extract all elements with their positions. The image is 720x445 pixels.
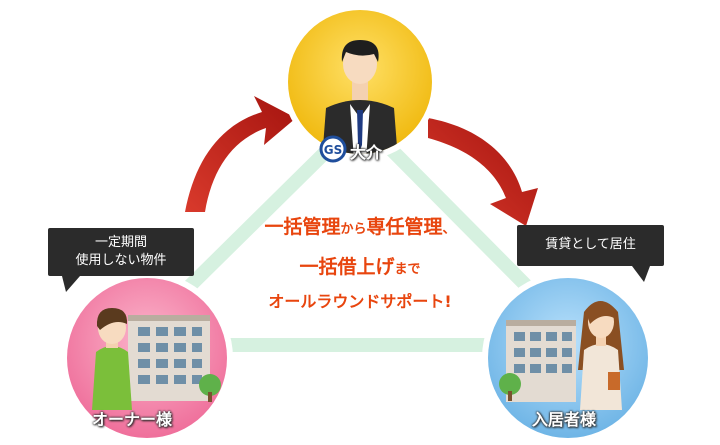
bulk-management-text: 一括管理 xyxy=(264,216,341,238)
all-round-support-text: オールラウンドサポート! xyxy=(268,292,452,311)
center-message-line-3: オールラウンドサポート! xyxy=(225,288,495,312)
tenant-person-icon xyxy=(578,301,624,410)
tenant-callout-line-1: 賃貸として居住 xyxy=(545,237,636,252)
center-message-line-1: 一括管理から専任管理、 xyxy=(264,216,456,238)
center-message-line-2: 一括借上げまで xyxy=(299,256,421,278)
tree-icon xyxy=(499,373,521,401)
arrow-company-to-tenant xyxy=(428,118,538,226)
owner-name: オーナー様 xyxy=(92,410,173,429)
owner-node xyxy=(61,272,233,444)
bulk-lease-text: 一括借上げ xyxy=(299,256,395,278)
owner-callout-line-2: 使用しない物件 xyxy=(75,253,167,268)
owner-person-icon xyxy=(92,308,132,410)
center-message: 一括管理から専任管理、 一括借上げまで オールラウンドサポート! xyxy=(225,212,495,312)
owner-callout: 一定期間 使用しない物件 xyxy=(48,228,194,276)
owner-callout-pointer xyxy=(62,276,80,292)
tenant-name: 入居者様 xyxy=(532,410,597,429)
company-name: 大介 xyxy=(350,143,383,162)
company-logo-icon: GS xyxy=(319,135,347,163)
owner-callout-line-1: 一定期間 xyxy=(94,235,147,250)
tree-icon xyxy=(199,374,221,402)
tenant-node xyxy=(482,272,654,444)
arrow-owner-to-company xyxy=(185,96,296,212)
company-logo-text: GS xyxy=(324,143,343,157)
tenant-callout: 賃貸として居住 xyxy=(517,225,664,266)
triangle-frame xyxy=(123,111,592,352)
apartment-building-icon xyxy=(128,315,210,401)
exclusive-management-text: 専任管理 xyxy=(366,216,443,238)
company-node xyxy=(282,4,438,160)
tenant-callout-pointer xyxy=(632,266,650,282)
